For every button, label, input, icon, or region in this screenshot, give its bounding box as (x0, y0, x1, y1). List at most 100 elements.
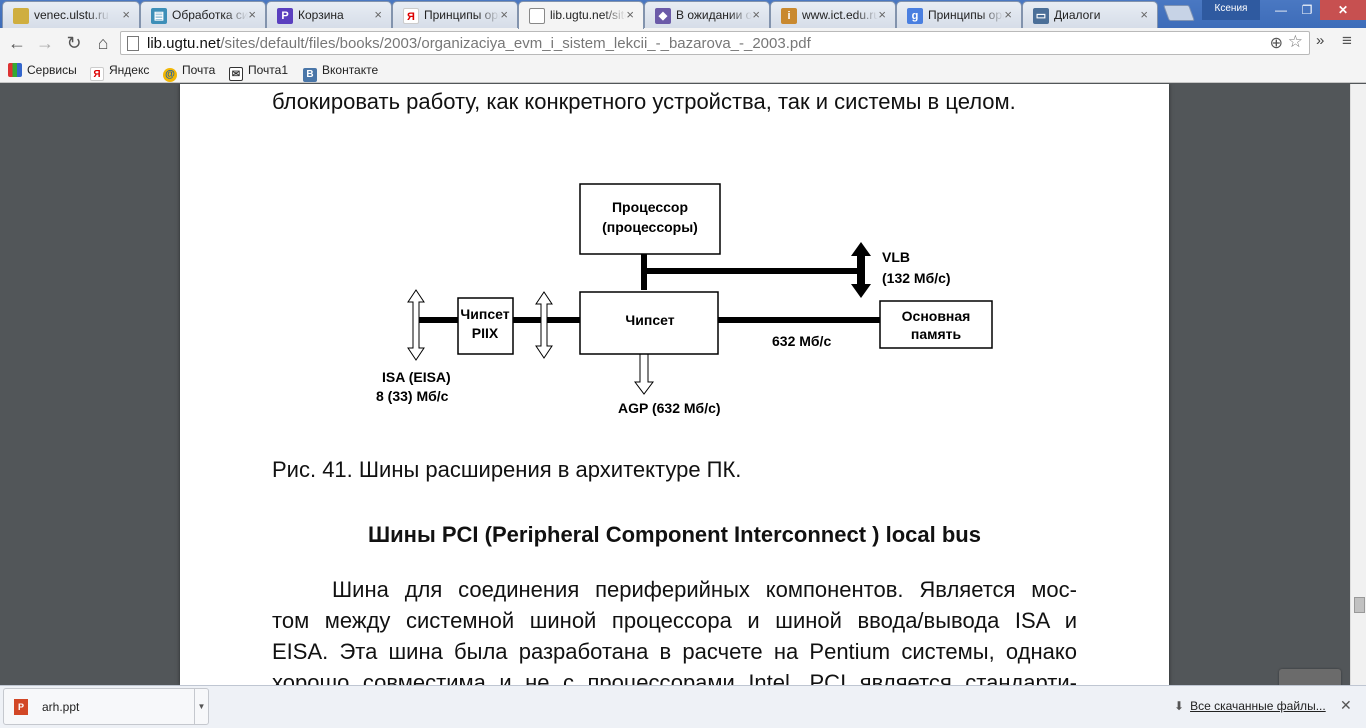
bookmark-mail[interactable]: @Почта (163, 63, 215, 82)
agp-label: AGP (632 Мб/с) (618, 400, 721, 416)
section-heading: Шины PCI (Peripheral Component Interconn… (368, 522, 981, 547)
memory-bus-speed: 632 Мб/с (772, 333, 831, 349)
piix-sublabel: PIIX (472, 325, 499, 341)
close-icon[interactable]: × (122, 7, 130, 22)
paragraph-line: EISA. Эта шина была разработана в расчет… (272, 639, 1077, 664)
back-button[interactable]: ← (8, 33, 26, 53)
piix-label: Чипсет (460, 306, 509, 322)
mail-icon: @ (163, 68, 177, 82)
close-icon[interactable]: × (1140, 7, 1148, 22)
close-icon[interactable]: × (500, 7, 508, 22)
zoom-icon[interactable]: ⊕ (1269, 35, 1283, 52)
bus-architecture-diagram: Процессор (процессоры) Чипсет Чипсет PII… (354, 180, 994, 420)
extensions-chevron-icon[interactable]: » (1316, 32, 1325, 49)
memory-sublabel: память (911, 326, 962, 342)
chat-icon: ▭ (1033, 8, 1049, 24)
tab-6[interactable]: ◆ В ожидании ответа × (644, 1, 770, 28)
minimize-button[interactable]: — (1275, 3, 1287, 17)
yandex-icon: Я (403, 8, 419, 24)
reload-button[interactable]: ↻ (66, 33, 82, 53)
home-button[interactable]: ⌂ (97, 33, 109, 53)
apps-icon (8, 63, 22, 77)
maximize-button[interactable]: ❐ (1301, 3, 1313, 17)
tab-strip: venec.ulstu.ru × ▤ Обработка сигналов × … (0, 0, 1366, 29)
tab-label: Диалоги (1054, 8, 1101, 22)
close-icon[interactable]: × (248, 7, 256, 22)
page-icon (127, 36, 139, 51)
close-icon[interactable]: × (878, 7, 886, 22)
p-icon: P (277, 8, 293, 24)
page-text-line: блокировать работу, как конкретного устр… (272, 89, 1016, 114)
address-bar[interactable]: lib.ugtu.net/sites/default/files/books/2… (120, 31, 1310, 55)
tab-label: www.ict.edu.ru (802, 8, 878, 22)
toolbar: ← → ↻ ⌂ lib.ugtu.net/sites/default/files… (0, 28, 1366, 58)
pdf-viewer[interactable]: блокировать работу, как конкретного устр… (0, 84, 1350, 685)
film-icon: ▤ (151, 8, 167, 24)
profile-button[interactable]: Ксения (1202, 0, 1260, 20)
processor-label: Процессор (612, 199, 688, 215)
window-close-button[interactable]: ✕ (1320, 0, 1366, 20)
download-shelf: P arh.ppt ▼ ⬇Все скачанные файлы... ✕ (0, 685, 1366, 728)
tab-label: Принципы организации (424, 8, 500, 22)
tab-label: lib.ugtu.net/sites (550, 8, 626, 22)
download-item[interactable]: P arh.ppt ▼ (3, 688, 209, 725)
download-filename: arh.ppt (42, 700, 80, 714)
tab-label: venec.ulstu.ru (34, 8, 109, 22)
figure-caption: Рис. 41. Шины расширения в архитектуре П… (272, 457, 742, 482)
diamond-icon: ◆ (655, 8, 671, 24)
close-icon[interactable]: × (1004, 7, 1012, 22)
close-icon[interactable]: × (752, 7, 760, 22)
vk-icon: B (303, 68, 317, 82)
scrollbar-thumb[interactable] (1354, 597, 1365, 613)
google-icon: g (907, 8, 923, 24)
bookmark-services[interactable]: Сервисы (8, 63, 77, 77)
isa-speed: 8 (33) Мб/с (376, 388, 449, 404)
tab-7[interactable]: i www.ict.edu.ru × (770, 1, 896, 28)
yandex-icon: Я (90, 67, 104, 81)
paragraph-line: хорошо совместима и не с процессорами In… (272, 670, 1077, 685)
tab-8[interactable]: g Принципы организации × (896, 1, 1022, 28)
tab-2[interactable]: ▤ Обработка сигналов × (140, 1, 266, 28)
close-icon[interactable]: ✕ (1340, 697, 1352, 713)
tab-9[interactable]: ▭ Диалоги × (1022, 1, 1158, 28)
tab-label: В ожидании ответа (676, 8, 752, 22)
processor-sublabel: (процессоры) (602, 219, 698, 235)
chipset-label: Чипсет (625, 312, 674, 328)
tab-1[interactable]: venec.ulstu.ru × (2, 1, 140, 28)
close-icon[interactable]: × (626, 7, 634, 22)
paragraph: Шина для соединения периферийных компоне… (272, 574, 1077, 685)
download-icon: ⬇ (1174, 699, 1185, 713)
bookmark-mail1[interactable]: ✉Почта1 (229, 63, 288, 81)
menu-icon[interactable]: ≡ (1342, 31, 1352, 50)
envelope-icon: ✉ (229, 67, 243, 81)
tab-label: Обработка сигналов (172, 8, 248, 22)
all-downloads-link[interactable]: ⬇Все скачанные файлы... (1174, 699, 1326, 713)
page-number-badge: 88 (1279, 669, 1341, 685)
url-text: lib.ugtu.net/sites/default/files/books/2… (147, 35, 811, 52)
ppt-file-icon: P (14, 699, 28, 715)
memory-label: Основная (902, 308, 971, 324)
vertical-scrollbar[interactable] (1350, 84, 1366, 685)
tab-3[interactable]: P Корзина × (266, 1, 392, 28)
paragraph-line: том между системной шиной процессора и ш… (272, 608, 1077, 633)
close-icon[interactable]: × (374, 7, 382, 22)
forward-button[interactable]: → (36, 33, 54, 53)
vlb-speed: (132 Мб/с) (882, 270, 951, 286)
tab-label: Принципы организации (928, 8, 1004, 22)
isa-label: ISA (EISA) (382, 369, 451, 385)
star-icon[interactable]: ☆ (1287, 32, 1303, 51)
ict-icon: i (781, 8, 797, 24)
paragraph-line: Шина для соединения периферийных компоне… (332, 577, 1077, 602)
new-tab-button[interactable] (1163, 5, 1195, 21)
page-icon (13, 8, 29, 24)
page-icon (529, 8, 545, 24)
chevron-down-icon[interactable]: ▼ (194, 689, 208, 724)
tab-label: Корзина (298, 8, 344, 22)
tab-active[interactable]: lib.ugtu.net/sites × (518, 1, 644, 29)
pdf-page: блокировать работу, как конкретного устр… (180, 84, 1169, 685)
vlb-label: VLB (882, 249, 910, 265)
tab-4[interactable]: Я Принципы организации × (392, 1, 518, 28)
